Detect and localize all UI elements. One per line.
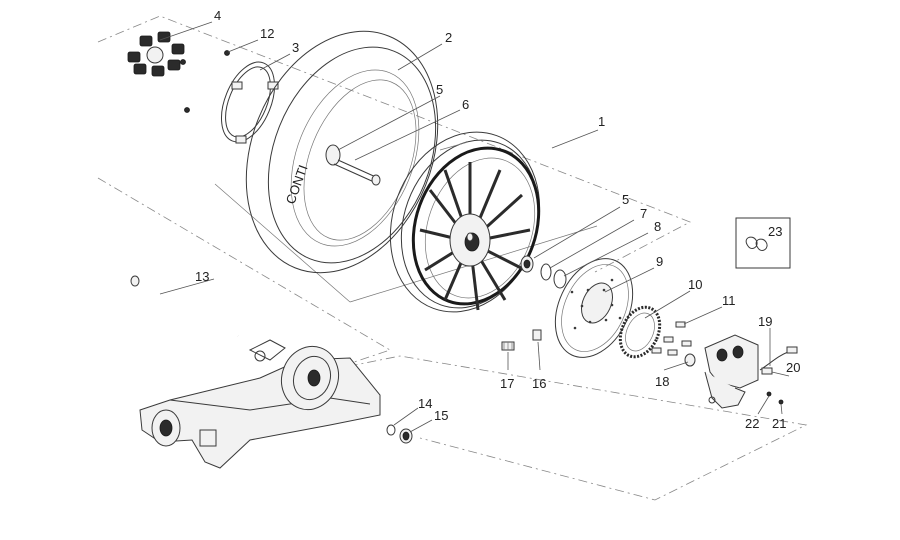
callout-14: 14 xyxy=(418,396,432,411)
axle-spacer xyxy=(325,144,381,186)
callout-2: 2 xyxy=(445,30,452,45)
callout-3: 3 xyxy=(292,40,299,55)
callout-6: 6 xyxy=(462,97,469,112)
callout-8: 8 xyxy=(654,219,661,234)
callout-19: 19 xyxy=(758,314,772,329)
callout-13: 13 xyxy=(195,269,209,284)
tire: CONTI xyxy=(245,30,439,274)
rear-axle xyxy=(130,275,239,337)
swingarm xyxy=(139,339,381,469)
ring-bracket xyxy=(220,61,279,144)
callout-5-lower: 5 xyxy=(622,192,629,207)
callout-4: 4 xyxy=(214,8,221,23)
cush-drive-rubber xyxy=(127,31,186,77)
callout-18: 18 xyxy=(655,374,669,389)
bearing-seal-circlip xyxy=(520,255,567,289)
rim xyxy=(389,131,541,313)
callout-1: 1 xyxy=(598,114,605,129)
callout-17: 17 xyxy=(500,376,514,391)
callout-15: 15 xyxy=(434,408,448,423)
valve-and-weights xyxy=(501,329,542,351)
callout-5-upper: 5 xyxy=(436,82,443,97)
screws xyxy=(184,50,230,113)
callout-23: 23 xyxy=(768,224,782,239)
callout-21: 21 xyxy=(772,416,786,431)
svg-text:CONTI: CONTI xyxy=(283,163,311,206)
abs-tone-ring xyxy=(618,305,662,359)
callout-16: 16 xyxy=(532,376,546,391)
spring-clips xyxy=(735,217,791,269)
callout-9: 9 xyxy=(656,254,663,269)
swingarm-spacers xyxy=(386,424,413,444)
leader-lines xyxy=(159,21,790,433)
callout-22: 22 xyxy=(745,416,759,431)
brake-caliper-bracket xyxy=(704,334,798,409)
callout-12: 12 xyxy=(260,26,274,41)
callout-7: 7 xyxy=(640,206,647,221)
bolts-and-nuts xyxy=(651,321,696,367)
callout-10: 10 xyxy=(688,277,702,292)
callout-20: 20 xyxy=(786,360,800,375)
callout-11: 11 xyxy=(722,293,736,308)
callout-labels: 1 2 3 4 5 5 6 7 8 9 10 11 12 13 14 15 16… xyxy=(195,8,800,431)
